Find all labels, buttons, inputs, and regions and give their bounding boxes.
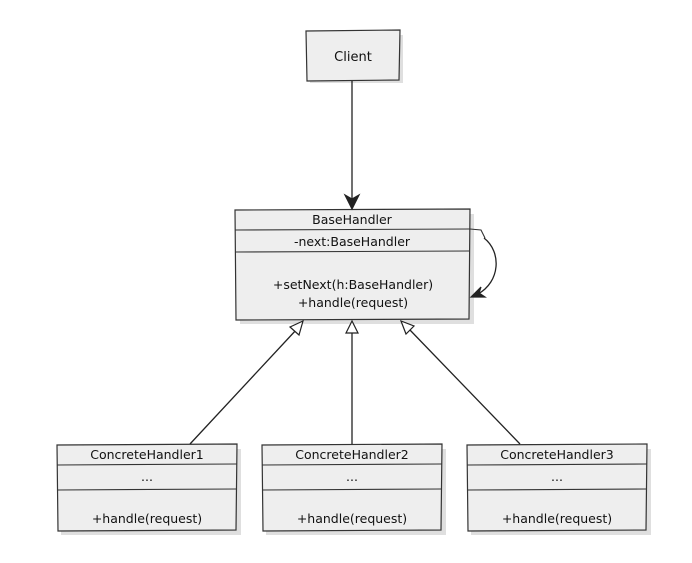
concrete-handler-1-class[interactable]: ConcreteHandler1 ... +handle(request) <box>56 443 241 535</box>
concrete-handler-3-name-divider <box>466 463 648 466</box>
client-class[interactable]: Client <box>305 29 403 83</box>
inheritance-triangle-icon <box>399 319 416 336</box>
concrete-handler-1-attr-divider <box>56 488 238 491</box>
self-association-arrowhead-icon <box>469 286 487 298</box>
inheritance-edge-1 <box>189 319 304 445</box>
concrete-handler-1-name-divider <box>56 463 238 466</box>
base-handler-method: +setNext(h:BaseHandler) <box>273 277 433 292</box>
concrete-handler-2-attr-divider <box>261 488 443 491</box>
association-arrowhead-icon <box>343 193 361 211</box>
inheritance-edge-2 <box>345 319 359 444</box>
concrete-handler-3-attribute: ... <box>551 469 563 484</box>
client-box <box>305 29 401 82</box>
concrete-handler-2-box <box>261 443 443 532</box>
concrete-handler-2-attribute: ... <box>346 469 358 484</box>
concrete-handler-3-attr-divider <box>466 488 648 491</box>
concrete-handler-1-box <box>56 443 238 532</box>
client-name: Client <box>334 50 372 65</box>
concrete-handler-3-method: +handle(request) <box>502 511 612 526</box>
concrete-handler-2-name: ConcreteHandler2 <box>295 447 409 462</box>
concrete-handler-1-method: +handle(request) <box>92 511 202 526</box>
concrete-handler-2-method: +handle(request) <box>297 511 407 526</box>
self-edge-note-fold <box>469 228 486 239</box>
base-handler-box <box>234 208 471 321</box>
concrete-handler-3-class[interactable]: ConcreteHandler3 ... +handle(request) <box>466 443 651 535</box>
base-handler-class[interactable]: BaseHandler -next:BaseHandler +setNext(h… <box>234 208 474 324</box>
inheritance-edge-3 <box>399 319 521 445</box>
client-to-base-handler-edge <box>343 81 361 211</box>
base-handler-method: +handle(request) <box>298 295 408 310</box>
inheritance-triangle-icon <box>345 319 359 334</box>
concrete-handler-3-name: ConcreteHandler3 <box>500 447 614 462</box>
concrete-handler-1-name: ConcreteHandler1 <box>90 447 204 462</box>
base-handler-name: BaseHandler <box>312 212 393 227</box>
concrete-handler-2-class[interactable]: ConcreteHandler2 ... +handle(request) <box>261 443 446 535</box>
base-handler-attr-divider <box>234 250 471 253</box>
concrete-handler-2-name-divider <box>261 463 443 466</box>
concrete-handler-3-box <box>466 443 648 532</box>
base-handler-self-edge <box>469 228 497 298</box>
concrete-handler-1-attribute: ... <box>141 469 153 484</box>
inheritance-triangle-icon <box>288 319 304 337</box>
base-handler-name-divider <box>234 228 471 231</box>
base-handler-attribute: -next:BaseHandler <box>294 234 411 249</box>
